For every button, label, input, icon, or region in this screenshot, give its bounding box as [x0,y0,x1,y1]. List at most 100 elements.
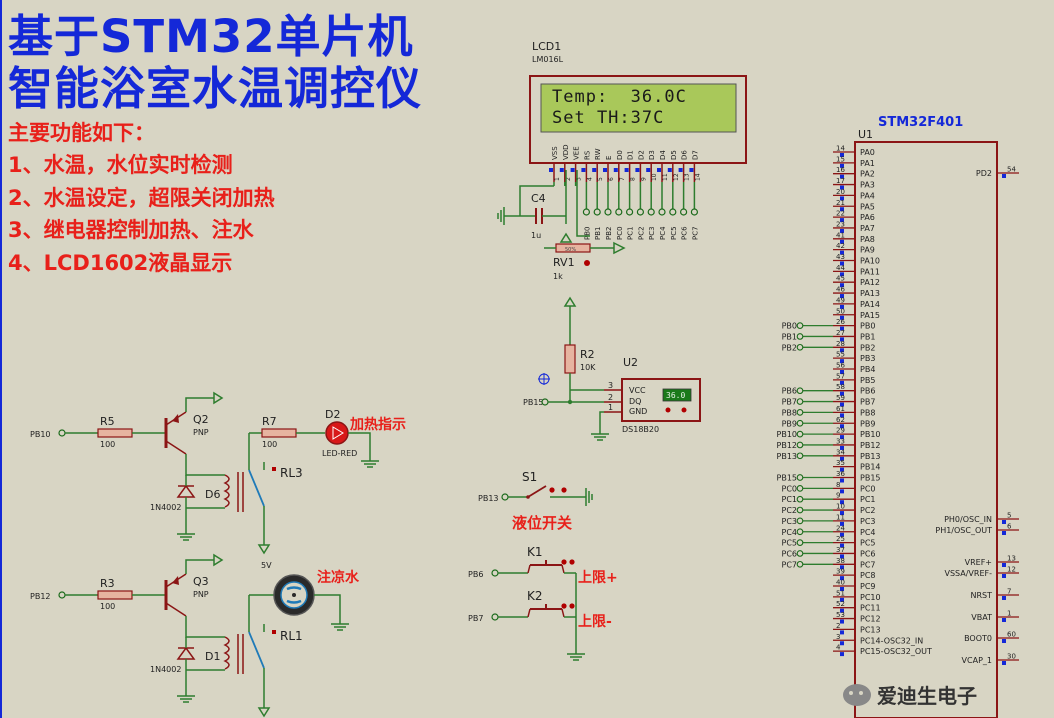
mcu-net-terminal [796,517,804,525]
d6-ref: D6 [205,488,220,501]
mcu-pin-name: VSSA/VREF- [944,569,992,578]
mcu-pin-number: 29 [836,427,845,435]
heater-indicator-label: 加热指示 [349,416,406,433]
mcu-pin-name: PB8 [860,408,875,417]
q2-type: PNP [193,428,209,437]
mcu-net-terminal [796,398,804,405]
mcu-pin-number: 21 [836,199,845,207]
lcd-pin-number: 2 [565,177,572,181]
mcu-net-terminal [796,506,804,514]
mcu-pin-number: 28 [836,340,845,348]
mcu-net-terminal [796,495,804,503]
k1-net-label: PB6 [468,570,483,579]
mcu-net-terminal [796,485,804,492]
level-switch-label: 液位开关 [512,514,572,532]
mcu-pin-name: PC11 [860,604,881,613]
s1-switch-lever[interactable] [527,485,547,498]
title-line-1: 基于STM32单片机 [8,10,414,63]
lcd-net-label: PC1 [627,226,635,240]
mcu-pin-number: 35 [836,459,845,467]
mcu-pin-name: PA2 [860,170,875,179]
mcu-pin-number: 58 [836,383,845,391]
mcu-pin-number: 15 [836,155,845,163]
mcu-pin-number: 13 [1007,555,1016,563]
mcu-part-label: STM32F401 [878,115,963,130]
pump-supply-label: 5V [261,561,272,570]
k1-label: 上限+ [578,570,618,586]
r2-resistor [564,344,576,374]
mcu-pin-name: PC4 [860,528,876,537]
lcd-pin-name: E [605,156,613,160]
mcu-net-label: PB2 [782,343,797,352]
mcu-pin-name: PB9 [860,419,875,428]
mcu-pin-number: 37 [836,546,845,554]
lcd-pin-number: 1 [554,177,561,181]
r2-ref: R2 [580,348,595,361]
mcu-pin-number: 4 [836,644,841,652]
mcu-pin-name: PA13 [860,289,880,298]
mcu-pin-number: 7 [1007,588,1011,596]
mcu-pin-number: 23 [836,220,845,228]
lcd-net-label: PC2 [637,226,645,240]
stm32-chip [854,141,998,718]
lcd-net-terminal [690,208,699,216]
lcd-pin-name: D4 [659,150,667,160]
rl1-contact [248,631,265,669]
mcu-net-label: PB7 [782,398,797,407]
mcu-pin-number: 43 [836,253,845,261]
mcu-pin-name: VBAT [971,613,992,622]
lcd-net-terminal [615,208,623,216]
mcu-pin-number: 56 [836,362,845,370]
lcd-pin-name: VEE [573,146,581,160]
rl3-contact [248,469,265,507]
mcu-pin-name: PD2 [976,169,992,178]
lcd-net-label: PC4 [659,226,667,240]
s1-net-label: PB13 [478,494,499,503]
k1-ref: K1 [527,545,543,559]
mcu-pin-name: PA10 [860,257,880,266]
mcu-pin-name: PC15-OSC32_OUT [860,647,932,656]
d2-type: LED-RED [322,449,357,458]
mcu-pin-number: 36 [836,470,845,478]
mcu-pin-name: PA15 [860,311,880,320]
mcu-pin-name: PB12 [860,441,881,450]
mcu-pin-number: 46 [836,286,845,294]
rl3-coil [223,474,230,508]
pump-net-label: PB12 [30,592,51,601]
lcd-pin-name: VDD [562,144,570,160]
lcd-ref-label: LCD1 [532,40,561,53]
mcu-net-label: PC6 [782,549,798,558]
r7-ref: R7 [262,415,277,428]
mcu-pin-number: 20 [836,188,845,196]
ds18b20-decrement-button[interactable] [665,407,671,413]
ds18b20-net-label: PB15 [523,398,544,407]
mcu-pin-number: 3 [836,633,840,641]
mcu-net-label: PC3 [782,517,798,526]
ds18b20-increment-button[interactable] [681,407,687,413]
r3-resistor [97,590,133,600]
mcu-pin-number: 59 [836,394,845,402]
mcu-pin-name: PB3 [860,354,875,363]
mcu-net-terminal [796,343,804,351]
lcd-net-terminal [679,208,688,216]
mcu-net-terminal [796,419,804,427]
mcu-pin-name: VREF+ [965,558,992,567]
mcu-pin-name: PB13 [860,452,881,461]
k2-label: 上限- [578,614,612,630]
mcu-pin-name: PC2 [860,506,876,515]
mcu-pin-number: 41 [836,231,845,239]
ds18b20-pin-dq: DQ [629,397,641,406]
ds18b20-reading: 36.0 [666,391,685,400]
lcd-net-terminal [593,208,601,216]
mcu-pin-number: 11 [836,513,845,521]
mcu-pin-number: 38 [836,557,845,565]
feature-item-1: 1、水温，水位实时检测 [8,153,233,177]
mcu-pin-name: VCAP_1 [962,656,992,665]
mcu-pin-name: PB2 [860,343,875,352]
mcu-net-label: PB15 [777,474,798,483]
ds18b20-pin-vcc: VCC [629,386,646,395]
mcu-net-terminal [796,550,804,557]
mcu-net-label: PC7 [782,560,798,569]
